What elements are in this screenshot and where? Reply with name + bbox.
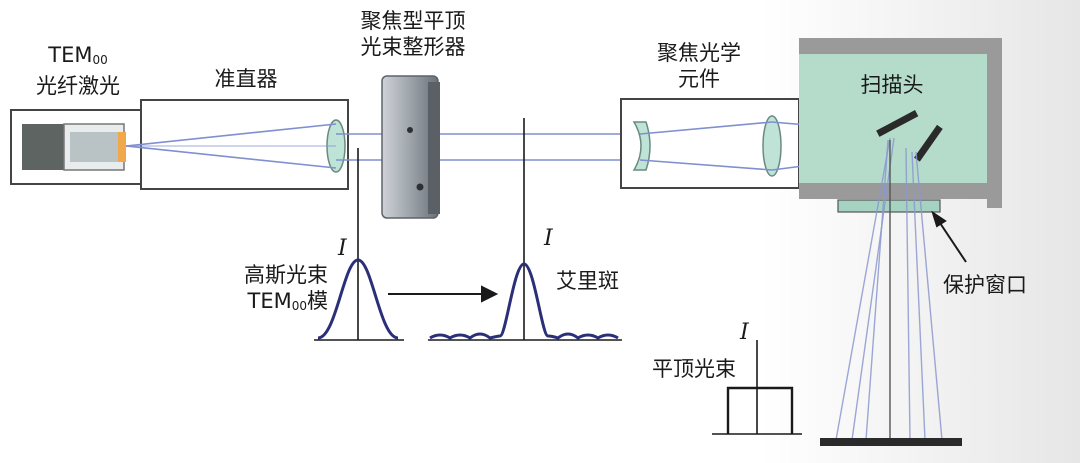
flat-top-beam-shaper	[381, 75, 440, 219]
beam-scan-fan	[835, 137, 943, 441]
gaussian-beam-label-mode: 模	[307, 289, 328, 313]
transform-arrow	[388, 285, 499, 303]
laser-label-sub: 00	[92, 53, 108, 67]
beam-shaper-label-line2: 光束整形器	[360, 35, 466, 59]
gaussian-beam-label: 高斯光束 TEM00模	[222, 262, 328, 319]
collimator-label: 准直器	[214, 67, 278, 91]
focusing-optics-label: 聚焦光学 元件	[644, 40, 754, 92]
protective-window	[837, 199, 941, 213]
laser-label: TEM00 光纤激光	[26, 42, 130, 99]
collimator-unit	[140, 99, 349, 190]
scan-head-label: 扫描头	[860, 73, 924, 97]
fiber-laser-unit	[10, 109, 142, 185]
focusing-optics-unit	[620, 98, 800, 189]
protective-window-label: 保护窗口	[943, 273, 1027, 297]
intensity-symbol-gaussian: I	[338, 236, 347, 261]
gaussian-beam-label-line1: 高斯光束	[244, 263, 328, 287]
beam-collimator	[125, 123, 337, 169]
scan-head-unit	[799, 38, 1002, 208]
airy-disk-profile	[428, 262, 622, 341]
workpiece-plate	[820, 438, 962, 446]
gaussian-beam-label-tem: TEM	[247, 289, 292, 313]
flat-top-beam-label: 平顶光束	[652, 357, 736, 381]
gaussian-profile	[314, 258, 404, 341]
focusing-optics-label-line1: 聚焦光学	[657, 41, 741, 65]
beam-shaper-label: 聚焦型平顶 光束整形器	[340, 8, 486, 60]
laser-label-tem: TEM	[48, 43, 93, 67]
airy-disk-label: 艾里斑	[556, 269, 619, 293]
flat-top-profile	[712, 386, 802, 435]
protective-window-pointer	[931, 210, 967, 263]
gaussian-beam-label-sub: 00	[291, 299, 307, 313]
intensity-symbol-flat: I	[740, 320, 749, 345]
focusing-optics-label-line2: 元件	[678, 67, 720, 91]
laser-label-fiber: 光纤激光	[36, 74, 120, 98]
intensity-symbol-airy: I	[544, 226, 553, 251]
beam-shaper-label-line1: 聚焦型平顶	[360, 9, 466, 33]
